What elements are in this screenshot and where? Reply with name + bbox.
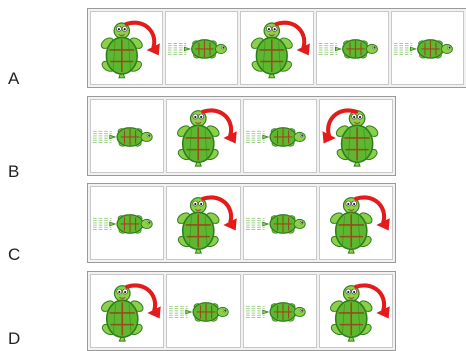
command-card-move-forward[interactable] (243, 186, 317, 260)
turtle-forward-icon (244, 187, 316, 259)
turtle-turn-right-icon (91, 275, 163, 347)
turtle-forward-icon (392, 12, 463, 84)
command-card-move-forward[interactable] (316, 11, 389, 85)
command-card-turn-right[interactable] (319, 274, 393, 348)
command-card-turn-right[interactable] (166, 99, 240, 173)
command-card-turn-right[interactable] (240, 11, 313, 85)
command-card-move-forward[interactable] (166, 274, 240, 348)
option-label-d: D (8, 329, 20, 349)
command-card-move-forward[interactable] (90, 99, 164, 173)
option-a-command-strip[interactable] (87, 8, 466, 88)
option-label-b: B (8, 162, 19, 182)
turtle-turn-right-icon (320, 187, 392, 259)
command-card-turn-right[interactable] (319, 186, 393, 260)
turtle-forward-icon (317, 12, 388, 84)
option-label-c: C (8, 245, 20, 265)
turtle-forward-icon (244, 275, 316, 347)
command-card-turn-left[interactable] (319, 99, 393, 173)
command-card-move-forward[interactable] (165, 11, 238, 85)
command-card-move-forward[interactable] (391, 11, 464, 85)
command-card-turn-right[interactable] (166, 186, 240, 260)
command-card-turn-right[interactable] (90, 274, 164, 348)
turtle-forward-icon (91, 100, 163, 172)
option-d-command-strip[interactable] (87, 271, 396, 351)
turtle-turn-right-icon (91, 12, 162, 84)
option-label-a: A (8, 69, 19, 89)
option-c-command-strip[interactable] (87, 183, 396, 263)
turtle-forward-icon (166, 12, 237, 84)
turtle-forward-icon (167, 275, 239, 347)
turtle-turn-left-icon (320, 100, 392, 172)
command-card-move-forward[interactable] (243, 99, 317, 173)
command-card-turn-right[interactable] (90, 11, 163, 85)
turtle-forward-icon (244, 100, 316, 172)
command-card-move-forward[interactable] (243, 274, 317, 348)
turtle-turn-right-icon (167, 100, 239, 172)
turtle-turn-right-icon (320, 275, 392, 347)
command-card-move-forward[interactable] (90, 186, 164, 260)
turtle-turn-right-icon (167, 187, 239, 259)
turtle-forward-icon (91, 187, 163, 259)
option-b-command-strip[interactable] (87, 96, 396, 176)
turtle-turn-right-icon (241, 12, 312, 84)
